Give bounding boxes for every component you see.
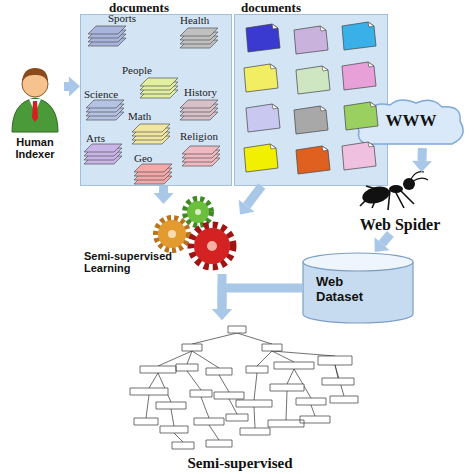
cloud-node: WWW [354,96,468,148]
block-arrow [212,274,232,320]
arrow-shaft [247,186,262,206]
ant-head [403,178,415,190]
ant-thorax [389,185,403,193]
node-text: WWW [354,111,468,131]
block-arrow [64,76,80,96]
actor-icon: Human Indexer [6,62,64,160]
gear-teeth [156,218,188,250]
arrow-shaft [64,82,69,91]
node-text: documents [241,1,301,15]
tree-node: Semi-supervised [120,320,360,472]
category-label: History [184,86,217,98]
node-text: Web Spider [340,216,460,234]
arrow-head [239,200,255,215]
spider-node: Web Spider [340,172,460,234]
block-arrow [212,288,302,320]
category-label: Sports [108,12,136,24]
arrow-shaft [417,148,426,161]
block-arrow [239,186,262,215]
gear-hub [195,209,201,215]
category-label: Arts [86,132,105,144]
arrow-head [212,309,232,320]
category-label: Math [128,110,151,122]
gear-teeth [185,199,211,225]
database-cylinder: Web Dataset [302,252,414,324]
node-text: Semi-supervised Learning [84,250,184,274]
arrow-head [412,161,432,172]
ant-antennae [411,172,428,181]
category-label: Science [84,88,118,100]
arrow-shaft [218,274,227,309]
block-arrow [374,234,390,252]
block-arrow [154,186,174,204]
arrow-head [154,193,174,204]
node-text: Human Indexer [6,136,64,160]
tree-boxes [130,326,358,449]
person-icon [12,68,58,132]
person-head [22,71,48,97]
gear-body [187,201,209,223]
arrow-shaft [159,186,168,193]
person-body [12,98,58,132]
person-hair [22,68,48,82]
arrow-head [374,237,389,252]
category-label: Geo [134,152,152,164]
gear-hub [168,230,176,238]
ant-legs [360,186,414,210]
arrow-head [212,309,232,320]
tree-illustration [130,326,358,449]
arrow-head [69,76,80,96]
tree-lines [146,333,344,442]
gear-body [158,220,186,248]
document-panel: documents [234,14,388,186]
ant-abdomen [360,184,391,207]
arrow-shaft [382,234,390,244]
arrow-shaft [222,288,302,309]
node-text: Semi-supervised [100,454,380,472]
category-label: People [122,64,152,76]
gear-hub [207,241,217,251]
document-panel: documents [80,14,232,186]
category-label: Health [180,14,209,26]
person-shirt [29,99,41,113]
block-arrow [412,148,432,172]
learning-node: Semi-supervised Learning [84,204,240,274]
gear-body [194,228,230,264]
person-tie [32,101,38,122]
cylinder-top [303,253,413,271]
category-label: Religion [180,130,218,142]
gear-teeth [191,225,233,267]
node-text: Web Dataset [316,274,388,304]
